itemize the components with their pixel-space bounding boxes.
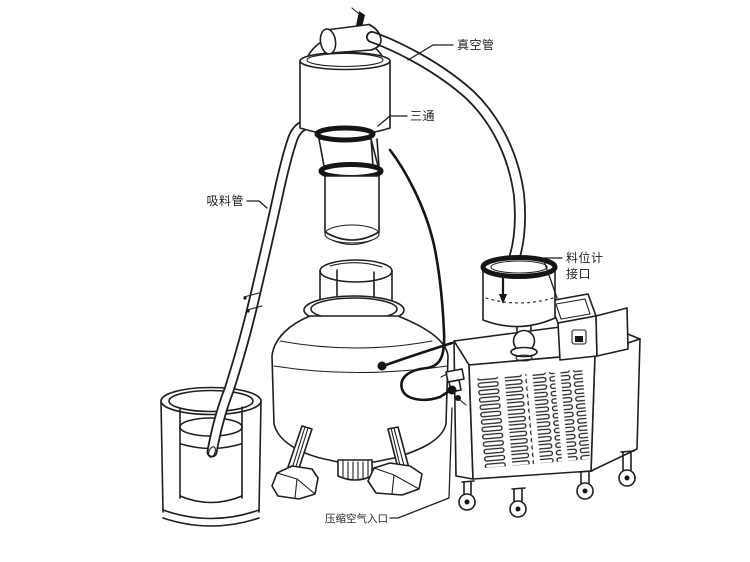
vent-grille — [476, 369, 591, 469]
leader-compressed-air-inlet — [389, 407, 453, 519]
clamp-ring-upper — [314, 125, 376, 143]
label-tee: 三通 — [410, 109, 435, 123]
vacuum-receiver — [299, 7, 391, 246]
label-vacuum-pipe: 真空管 — [457, 37, 495, 52]
leader-level-gauge-port — [542, 257, 563, 299]
leader-tee — [377, 115, 408, 127]
cable-connector-dot — [377, 361, 387, 371]
callouts: 真空管 三通 吸料管 料位计 接口 压缩空气入口 — [206, 37, 603, 525]
vacuum-pump-unit — [440, 293, 641, 518]
compressed-air-inlet-fitting — [440, 368, 467, 406]
leader-vacuum-pipe — [407, 44, 454, 61]
vacuum-pipe-outline — [366, 31, 527, 268]
control-panel — [548, 293, 629, 361]
label-level-gauge-port-line2: 接口 — [566, 266, 591, 281]
suction-pipe — [206, 118, 328, 458]
vacuum-pipe — [366, 23, 527, 268]
label-suction-pipe: 吸料管 — [206, 193, 244, 208]
leader-suction-pipe — [246, 200, 268, 209]
label-level-gauge-port-line1: 料位计 — [566, 250, 604, 265]
level-gauge-container — [480, 255, 558, 362]
storage-tank — [271, 259, 449, 500]
label-compressed-air-inlet: 压缩空气入口 — [325, 512, 388, 525]
casters — [458, 450, 636, 518]
panel-display — [575, 336, 583, 342]
control-cable — [377, 148, 454, 402]
